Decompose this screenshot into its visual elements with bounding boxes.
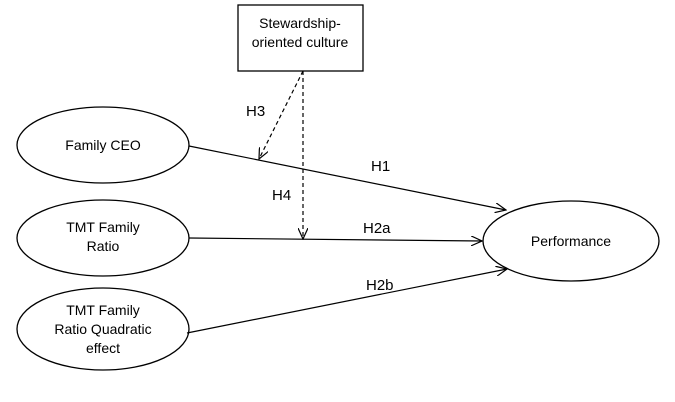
h2b-label: H2b — [366, 277, 394, 294]
h3-moderation-arrow — [259, 70, 304, 159]
performance-label: Performance — [531, 233, 611, 249]
tmt-family-ratio-line1: TMT Family — [66, 219, 140, 235]
stewardship-label-line2: oriented culture — [252, 34, 349, 50]
h4-label: H4 — [272, 187, 291, 204]
tmt-quadratic-line1: TMT Family — [66, 302, 140, 318]
h2a-label: H2a — [363, 220, 391, 237]
tmt-family-ratio-line2: Ratio — [87, 238, 120, 254]
h3-label: H3 — [246, 103, 265, 120]
h2a-arrow — [188, 238, 482, 241]
family-ceo-node: Family CEO — [16, 106, 190, 184]
stewardship-culture-box — [237, 4, 364, 72]
stewardship-label-line1: Stewardship- — [259, 15, 341, 31]
tmt-quadratic-ellipse — [16, 287, 190, 371]
tmt-family-ratio-node: TMT Family Ratio — [16, 199, 190, 277]
tmt-quadratic-node: TMT Family Ratio Quadratic effect — [16, 287, 190, 371]
family-ceo-label: Family CEO — [65, 137, 141, 153]
h2b-arrow — [186, 269, 507, 334]
tmt-quadratic-line2: Ratio Quadratic — [54, 321, 151, 337]
stewardship-culture-node: Stewardship- oriented culture — [237, 4, 364, 72]
h1-arrow — [188, 145, 506, 210]
tmt-quadratic-line3: effect — [86, 340, 120, 356]
h1-label: H1 — [371, 158, 390, 175]
performance-node: Performance — [482, 200, 660, 282]
family-ceo-ellipse — [16, 106, 190, 184]
